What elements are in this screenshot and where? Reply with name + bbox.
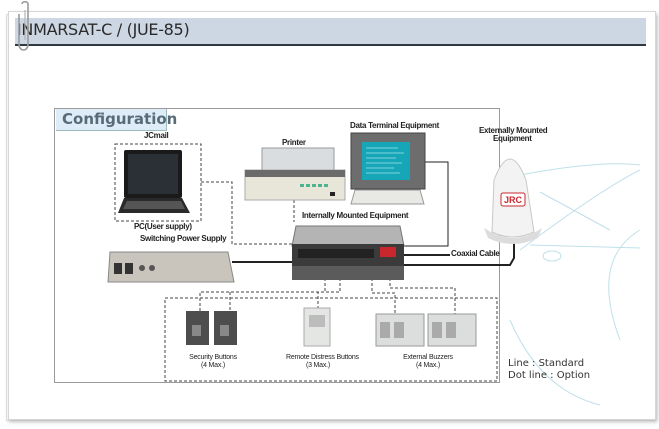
label-externally-mounted-1: Externally Mounted [479,126,548,135]
option-max: (4 Max.) [415,362,441,369]
legend-standard: Line : Standard [508,358,585,369]
security-button-images [186,311,237,345]
label-internally-mounted: Internally Mounted Equipment [302,211,409,220]
external-buzzer-images [375,313,477,347]
legend-option: Dot line : Option [508,370,591,381]
label-jcmail: JCmail [144,131,169,140]
label-printer: Printer [282,138,306,147]
diagram-heading: Configuration [62,110,178,128]
option-max: (3 Max.) [305,362,331,369]
jrc-logo: JRC [504,195,523,205]
option-name: Remote Distress Buttons [286,354,359,361]
label-switching-power-supply: Switching Power Supply [140,234,227,243]
option-name: Security Buttons [189,354,237,361]
option-external-buzzers: External Buzzers (4 Max.) [400,354,456,370]
label-coaxial-cable: Coaxial Cable [451,249,500,258]
option-max: (4 Max.) [200,362,226,369]
remote-distress-button-image [303,307,331,347]
heading-tab [56,109,167,131]
label-pc: PC(User supply) [134,222,192,231]
label-externally-mounted-2: Equipment [493,134,532,143]
option-security-buttons: Security Buttons (4 Max.) [188,354,238,370]
paperclip-icon [18,0,29,51]
page-title: INMARSAT-C / (JUE-85) [17,20,190,39]
option-name: External Buzzers [403,354,453,361]
title-bar [15,18,646,46]
line-legend: Line : Standard Dot line : Option [508,358,590,382]
label-data-terminal: Data Terminal Equipment [350,121,439,130]
option-remote-distress-buttons: Remote Distress Buttons (3 Max.) [286,354,359,370]
